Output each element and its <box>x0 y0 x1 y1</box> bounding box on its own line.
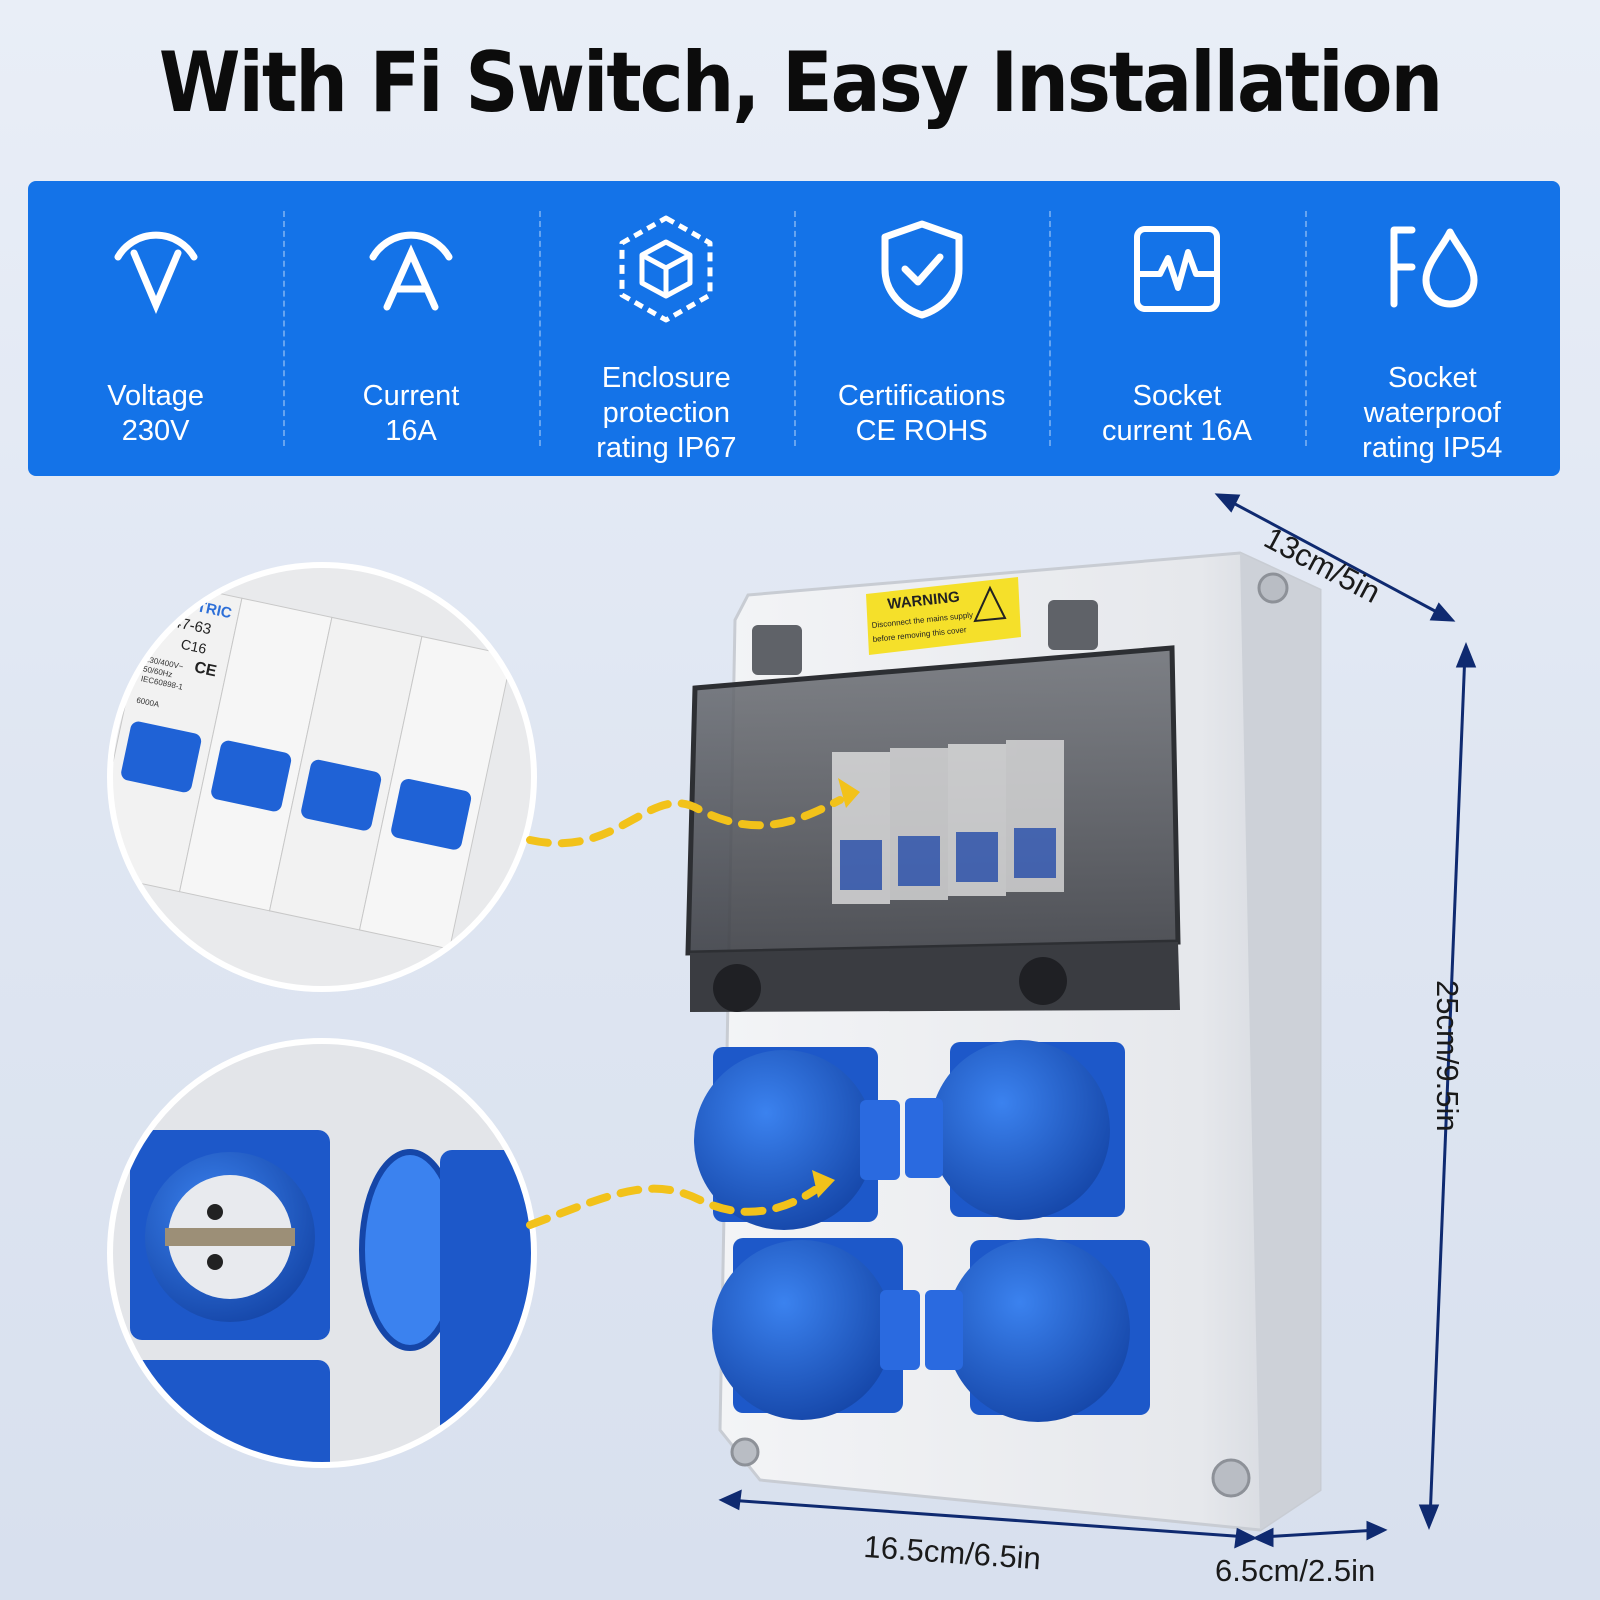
spec-label: Enclosure protection rating IP67 <box>596 362 737 464</box>
spec-label: Voltage 230V <box>107 379 205 447</box>
current-icon <box>361 219 461 319</box>
warning-label: WARNING Disconnect the mains supply befo… <box>866 577 1021 655</box>
spec-certifications: Certifications CE ROHS <box>793 181 1049 476</box>
pulse-monitor-icon <box>1127 219 1227 319</box>
breaker-rating: C16 <box>180 636 209 657</box>
voltage-icon <box>106 219 206 319</box>
breakers-inside <box>832 740 1064 904</box>
spec-label: Current 16A <box>362 379 460 447</box>
dimension-height: 25cm/9.5in <box>1430 980 1465 1132</box>
spec-waterproof: Socket waterproof rating IP54 <box>1304 181 1560 476</box>
headline: With Fi Switch, Easy Installation <box>158 34 1443 132</box>
spec-voltage: Voltage 230V <box>28 181 283 476</box>
spec-bar: Voltage 230V Current 16A Enclosure prote… <box>28 181 1560 476</box>
zoom-socket <box>107 1038 537 1468</box>
dimension-depth-bottom: 6.5cm/2.5in <box>1215 1553 1376 1588</box>
spec-label: Socket current 16A <box>1102 379 1252 447</box>
spec-socket-current: Socket current 16A <box>1049 181 1304 476</box>
waterproof-drop-icon <box>1382 219 1482 319</box>
spec-current: Current 16A <box>283 181 538 476</box>
spec-label: Socket waterproof rating IP54 <box>1362 362 1503 464</box>
dimension-arrows <box>718 493 1477 1549</box>
pointer-arrows <box>526 796 844 1229</box>
spec-label: Certifications CE ROHS <box>837 379 1006 447</box>
enclosure-box: WARNING Disconnect the mains supply befo… <box>685 551 1322 1532</box>
product-scene: WARNING Disconnect the mains supply befo… <box>107 493 1477 1549</box>
breaker-cert: CE <box>193 659 219 680</box>
spec-enclosure: Enclosure protection rating IP67 <box>538 181 794 476</box>
zoom-breakers: ELECTRIC DZ47-63 C16 230/400V~ 50/60Hz I… <box>107 562 537 992</box>
socket-grid <box>694 1040 1150 1422</box>
shield-check-icon <box>872 219 972 319</box>
enclosure-cube-icon <box>616 215 716 323</box>
